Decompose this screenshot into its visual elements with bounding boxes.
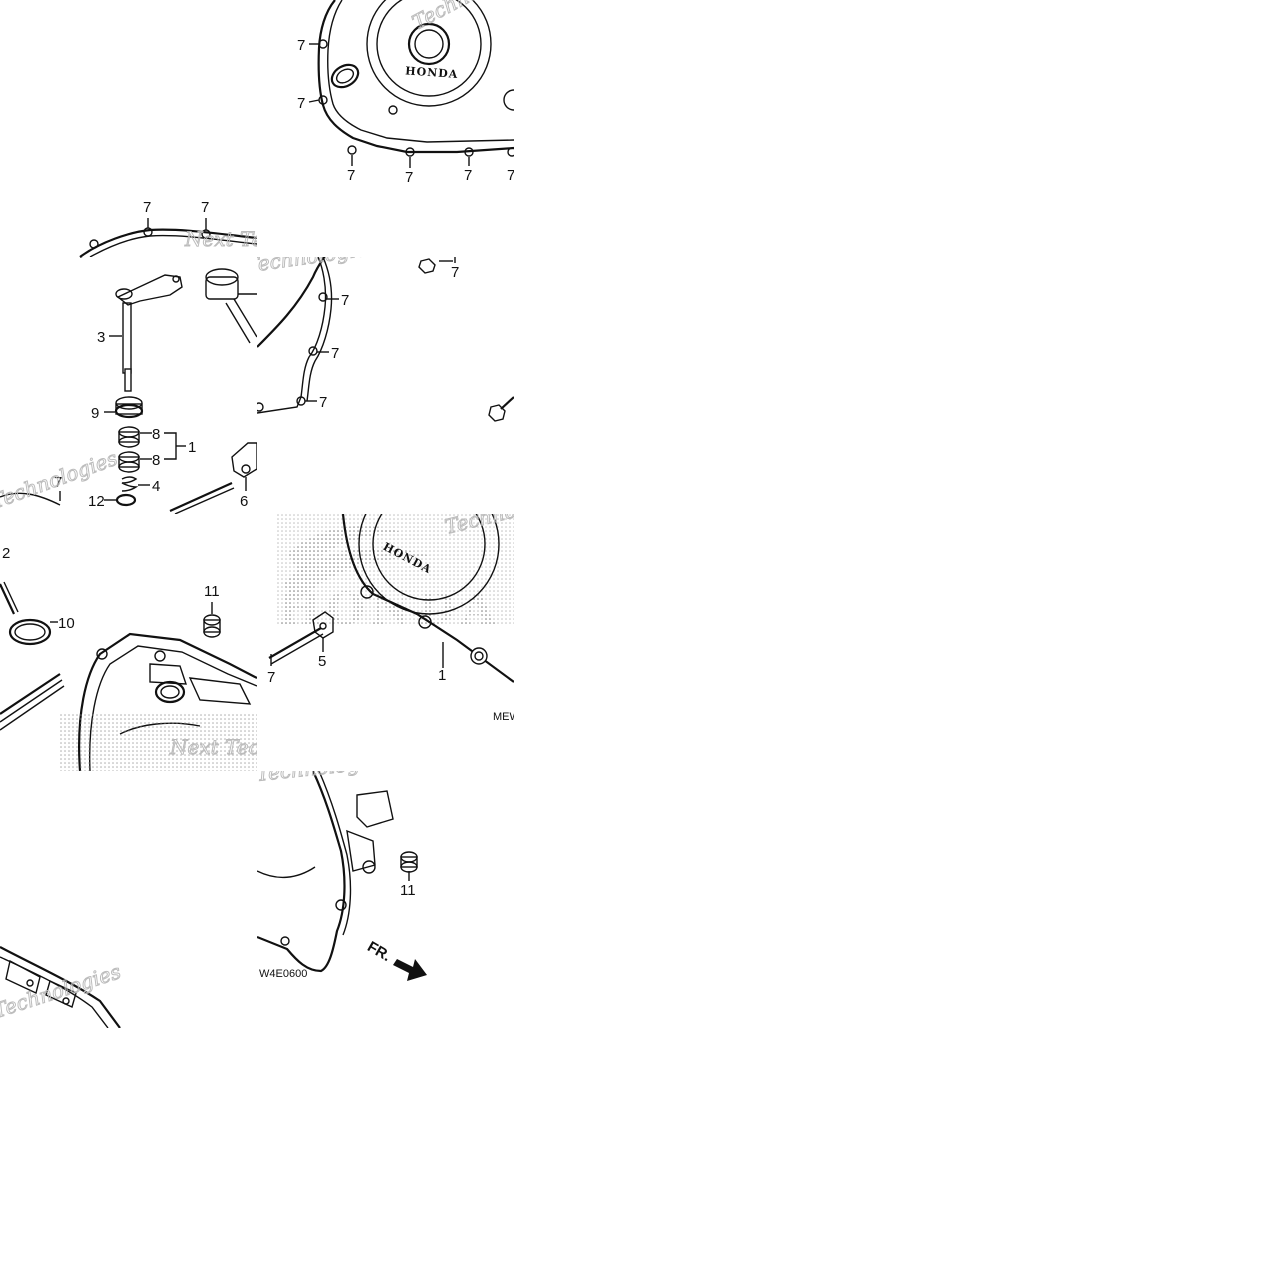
tile-gasket-right: 7 7 7 7 Technologies xyxy=(257,257,514,514)
watermark: Next Technologies xyxy=(169,735,257,759)
part-label-10: 10 xyxy=(58,615,75,632)
part-label-7: 7 xyxy=(507,167,514,184)
part-label-7: 7 xyxy=(54,474,62,491)
part-label-7: 7 xyxy=(297,95,305,112)
part-label-7: 7 xyxy=(319,394,327,411)
part-label-12: 12 xyxy=(88,493,105,510)
part-label-11: 11 xyxy=(400,882,416,899)
part-label-2: 2 xyxy=(2,545,10,562)
part-label-7: 7 xyxy=(267,669,275,686)
part-label-7: 7 xyxy=(464,167,472,184)
part-label-7: 7 xyxy=(341,292,349,309)
brand-mark: HONDA xyxy=(405,64,459,81)
part-label-4: 4 xyxy=(152,478,160,495)
part-label-11: 11 xyxy=(204,583,220,600)
part-label-7: 7 xyxy=(331,345,339,362)
tile-left-crankcase: 2 10 11 Next T xyxy=(0,514,257,771)
part-label-8: 8 xyxy=(152,426,160,443)
part-label-7: 7 xyxy=(143,199,151,216)
part-label-9: 9 xyxy=(91,405,99,422)
direction-marker: FR. xyxy=(364,938,393,965)
diagram-code-right: W4E0600 xyxy=(259,968,307,980)
part-label-7: 7 xyxy=(451,264,459,281)
part-label-7: 7 xyxy=(347,167,355,184)
tile-lower-left: Technologies xyxy=(0,771,257,1028)
watermark: Technologies xyxy=(257,257,379,277)
tile-clutch-cover-top: HONDA Technologies 7 7 7 7 7 7 xyxy=(257,0,514,257)
front-arrow-icon xyxy=(393,959,427,981)
tile-right-cover-brand: HONDA HONDA 1 5 7 MEW Technologies xyxy=(257,514,514,771)
watermark: Technologies xyxy=(408,0,514,34)
watermark: Technologies xyxy=(257,771,389,786)
brand-watermark: HONDA xyxy=(279,584,501,635)
watermark: Next Technologies xyxy=(184,227,257,251)
tile-left-cover-labels: 7 7 Next Technologies xyxy=(0,180,257,257)
watermark: Technologies xyxy=(0,959,124,1023)
part-label-8: 8 xyxy=(152,452,160,469)
part-label-7: 7 xyxy=(405,169,413,186)
part-label-3: 3 xyxy=(97,329,105,346)
part-label-7: 7 xyxy=(297,37,305,54)
part-label-7: 7 xyxy=(201,199,209,216)
tile-left-cover-top: 3 9 8 8 xyxy=(0,257,257,514)
part-label-1: 1 xyxy=(438,667,446,684)
tile-lower-right-cover: 11 FR. W4E0600 Technologies xyxy=(257,771,514,1028)
part-label-5: 5 xyxy=(318,653,326,670)
part-label-6: 6 xyxy=(240,493,248,510)
part-label-1: 1 xyxy=(188,439,196,456)
diagram-code-left: MEW xyxy=(493,711,514,723)
